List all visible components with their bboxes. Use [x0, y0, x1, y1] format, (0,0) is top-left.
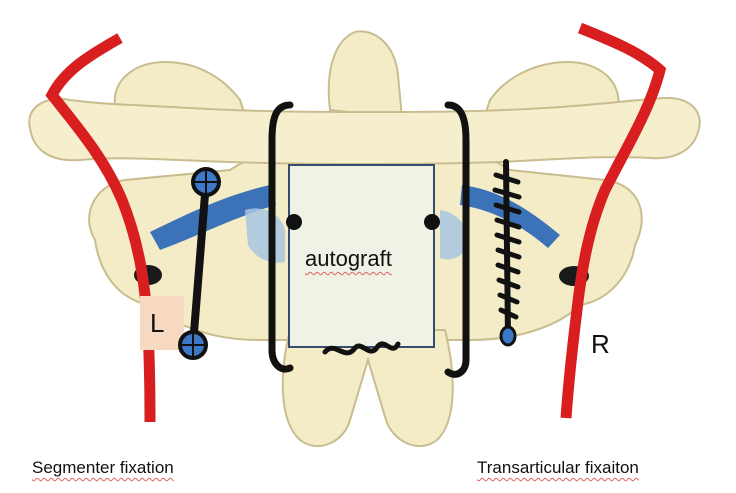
left-side-marker [140, 296, 184, 350]
screw-head-lower-icon [178, 330, 208, 360]
wire-knot-left [286, 214, 302, 230]
autograft-label: autograft [305, 246, 392, 271]
screw-head-upper-icon [191, 167, 221, 197]
ligament-left [150, 185, 276, 250]
transarticular-fixation-caption: Transarticular fixaiton [477, 458, 639, 477]
c2-spinous-process [281, 329, 454, 447]
wire-loop-right [444, 101, 470, 378]
right-side-label: R [591, 329, 610, 359]
segmental-fixation-caption: Segmenter fixation [32, 458, 174, 477]
left-side-label: L [150, 308, 165, 338]
membrane-right [440, 210, 469, 260]
c1-posterior-arch [28, 96, 701, 165]
wire-twist-knot [322, 341, 401, 356]
odontoid-process [327, 30, 404, 120]
wire-loop-left [268, 101, 294, 373]
vertebral-artery-left [45, 33, 156, 423]
segmental-rod-left [189, 178, 210, 349]
vertebral-artery-right [560, 22, 667, 419]
ligament-right [460, 185, 560, 248]
transarticular-screw-icon [492, 159, 522, 347]
wire-knot-right [424, 214, 440, 230]
